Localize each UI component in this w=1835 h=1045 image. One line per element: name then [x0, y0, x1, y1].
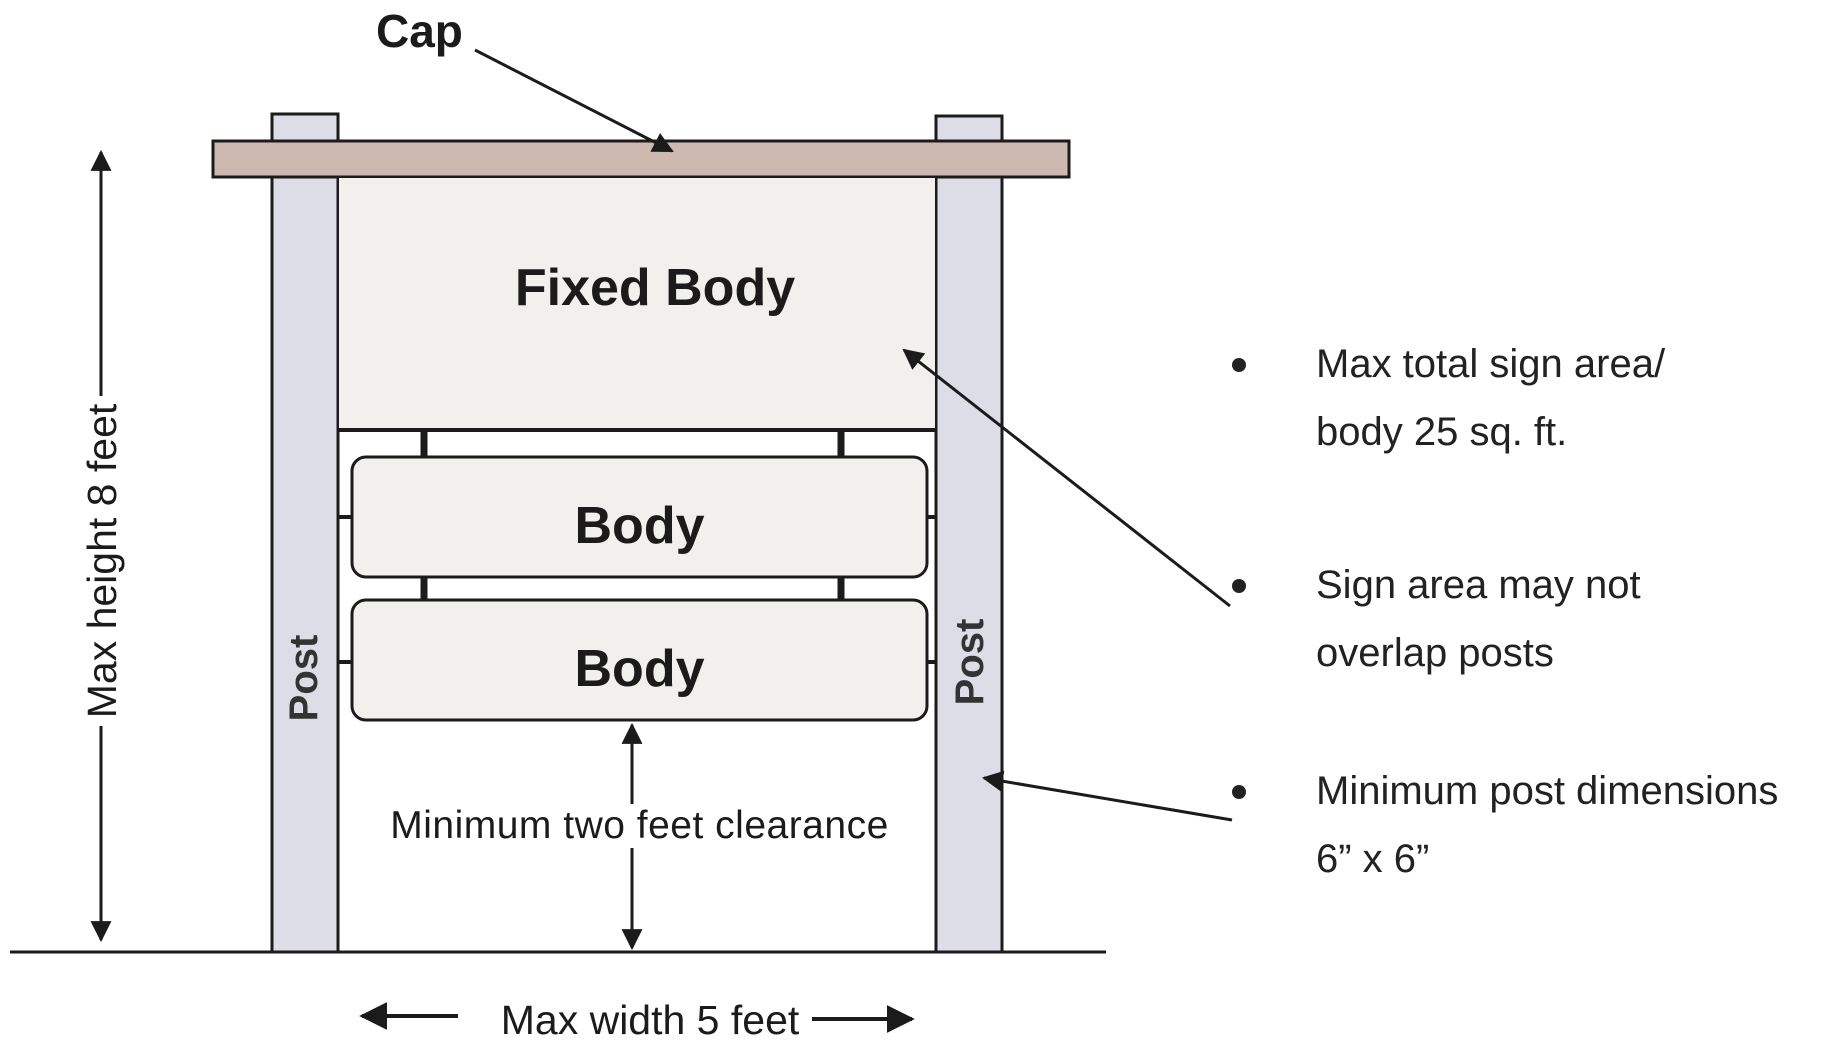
- requirement-item: Minimum post dimensions 6” x 6”: [1232, 757, 1832, 893]
- clearance-label: Minimum two feet clearance: [352, 804, 927, 848]
- post-left: [270, 112, 340, 954]
- body-label: Body: [574, 497, 705, 555]
- cap-label: Cap: [376, 5, 463, 57]
- bullet-icon: [1232, 358, 1246, 372]
- post-label-right: Post: [948, 618, 992, 706]
- post-dimension-leader: [981, 770, 1233, 822]
- requirement-item: Sign area may not overlap posts: [1232, 551, 1832, 687]
- requirement-item: Max total sign area/ body 25 sq. ft.: [1232, 330, 1832, 466]
- requirement-text: Max total sign area/ body 25 sq. ft.: [1316, 342, 1666, 454]
- body-label: Body: [574, 640, 705, 698]
- requirement-text: Minimum post dimensions 6” x 6”: [1316, 769, 1779, 881]
- max-height-label: Max height 8 feet: [79, 396, 127, 726]
- cap-leader: [474, 48, 674, 153]
- post-label-left: Post: [282, 634, 326, 722]
- max-width-label: Max width 5 feet: [500, 997, 800, 1043]
- bullet-icon: [1232, 579, 1246, 593]
- fixed-body-panel: [337, 176, 937, 431]
- fixed-body-label: Fixed Body: [514, 259, 796, 317]
- bullet-icon: [1232, 785, 1246, 799]
- requirements-list: Max total sign area/ body 25 sq. ft. Sig…: [1232, 330, 1832, 893]
- requirement-text: Sign area may not overlap posts: [1316, 563, 1641, 675]
- cap: [211, 139, 1071, 179]
- post-right: [934, 114, 1004, 954]
- sign-area-leader: [902, 348, 1231, 608]
